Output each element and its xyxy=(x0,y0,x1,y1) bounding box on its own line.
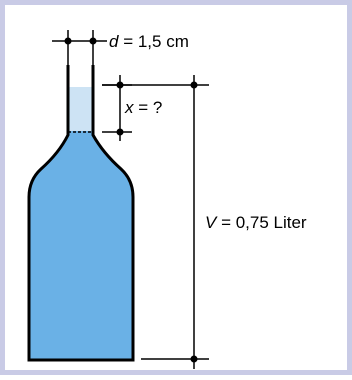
liquid-fill xyxy=(29,131,133,360)
bottle-outline xyxy=(27,65,135,362)
diameter-dimension xyxy=(52,30,107,65)
bottle-diagram: d = 1,5 cm x = ? V = 0,75 Liter xyxy=(27,30,307,369)
diameter-label: d = 1,5 cm xyxy=(109,32,189,51)
volume-label: V = 0,75 Liter xyxy=(205,213,307,232)
neck-air xyxy=(68,87,93,131)
volume-dimension xyxy=(102,75,209,369)
height-label: x = ? xyxy=(124,98,162,117)
